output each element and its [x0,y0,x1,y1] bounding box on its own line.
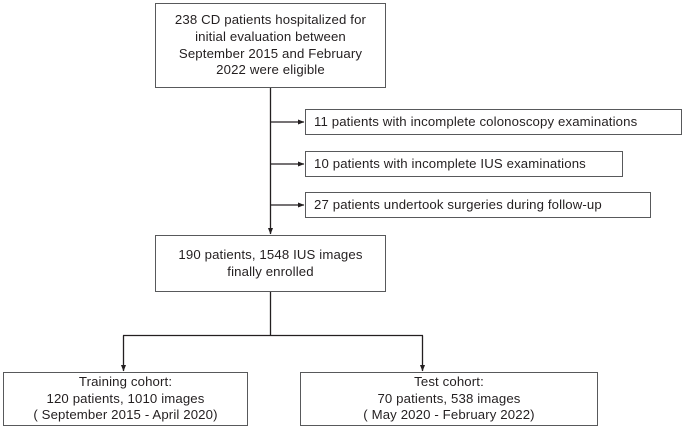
node-finally-enrolled: 190 patients, 1548 IUS images finally en… [155,235,386,292]
node-training-cohort-label: Training cohort: 120 patients, 1010 imag… [33,373,218,423]
node-exclusion-incomplete-ius-label: 10 patients with incomplete IUS examinat… [314,155,586,171]
node-eligible-patients: 238 CD patients hospitalized for initial… [155,3,386,88]
node-exclusion-surgeries-followup: 27 patients undertook surgeries during f… [305,192,651,218]
node-test-cohort-label: Test cohort: 70 patients, 538 images ( M… [363,373,535,423]
node-exclusion-incomplete-ius: 10 patients with incomplete IUS examinat… [305,151,623,177]
connector-enrolled-to-cohorts [120,292,426,372]
node-exclusion-surgeries-followup-label: 27 patients undertook surgeries during f… [314,196,602,212]
node-test-cohort: Test cohort: 70 patients, 538 images ( M… [300,372,598,426]
node-training-cohort: Training cohort: 120 patients, 1010 imag… [3,372,248,426]
node-exclusion-incomplete-colonoscopy: 11 patients with incomplete colonoscopy … [305,109,682,135]
node-eligible-patients-label: 238 CD patients hospitalized for initial… [174,11,367,78]
node-finally-enrolled-label: 190 patients, 1548 IUS images finally en… [178,246,363,279]
node-exclusion-incomplete-colonoscopy-label: 11 patients with incomplete colonoscopy … [314,113,638,129]
